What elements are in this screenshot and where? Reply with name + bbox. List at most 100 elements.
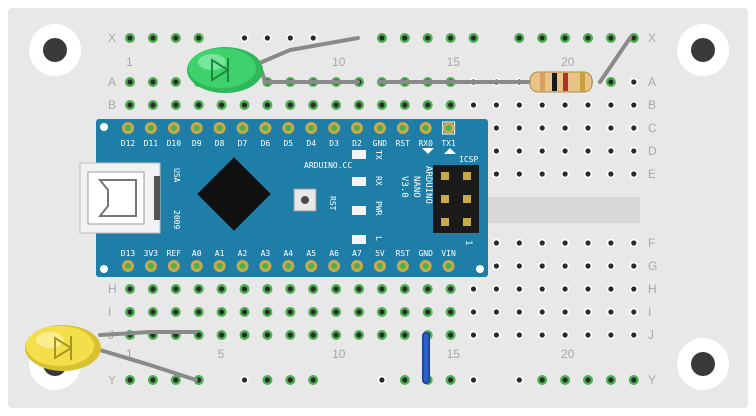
title-line-1: ARDUINO	[423, 166, 433, 204]
breadboard-hole-center	[356, 102, 362, 108]
breadboard-hole-center	[173, 79, 179, 85]
breadboard-hole-center	[150, 377, 156, 383]
pin-pad-hole	[193, 263, 200, 269]
pin-label: A0	[192, 249, 202, 258]
breadboard-hole-center	[448, 332, 454, 338]
breadboard-hole-center	[196, 35, 202, 41]
breadboard-hole-center	[631, 102, 637, 108]
pin-pad-hole	[331, 263, 338, 269]
breadboard-hole-center	[379, 332, 385, 338]
pin-label: D7	[238, 139, 248, 148]
pin-label: A5	[306, 249, 316, 258]
breadboard-hole-center	[310, 35, 316, 41]
breadboard-hole-center	[287, 286, 293, 292]
breadboard-hole-center	[539, 377, 545, 383]
row-label: G	[648, 259, 657, 273]
led-green[interactable]	[187, 47, 263, 93]
breadboard-hole-center	[562, 332, 568, 338]
breadboard-hole-center	[516, 286, 522, 292]
column-label: 10	[332, 55, 346, 69]
breadboard-hole-center	[493, 125, 499, 131]
pin-label: D10	[167, 139, 182, 148]
pin-label: RX0	[418, 139, 433, 148]
led-rx	[352, 177, 366, 186]
breadboard-hole-center	[631, 332, 637, 338]
breadboard-hole-center	[264, 286, 270, 292]
breadboard-hole-center	[264, 35, 270, 41]
pin-pad-hole	[239, 125, 246, 131]
wire-led-green-cathode[interactable]	[260, 70, 360, 84]
breadboard-hole-center	[493, 263, 499, 269]
breadboard-hole-center	[333, 309, 339, 315]
pin-pad-hole	[308, 125, 315, 131]
breadboard-hole-center	[127, 377, 133, 383]
breadboard-hole-center	[539, 286, 545, 292]
diode-symbol-icon	[54, 336, 73, 360]
wire-resistor-to-rail[interactable]	[598, 36, 632, 84]
breadboard-hole-center	[264, 332, 270, 338]
breadboard-hole-center	[356, 332, 362, 338]
pin-label: 3V3	[144, 249, 159, 258]
mount-hole	[476, 265, 484, 273]
breadboard-hole-center	[219, 332, 225, 338]
pin-label: GND	[418, 249, 433, 258]
wire-led-yellow-cathode[interactable]	[98, 348, 198, 382]
usb-icon	[97, 179, 137, 217]
pin-pad-hole	[239, 263, 246, 269]
breadboard-hole-center	[516, 125, 522, 131]
breadboard-hole-center	[585, 286, 591, 292]
breadboard-hole-center	[539, 35, 545, 41]
led-yellow[interactable]	[25, 325, 101, 371]
breadboard-hole-center	[150, 102, 156, 108]
icsp-pin1-label: 1	[463, 240, 473, 245]
breadboard-hole-center	[493, 332, 499, 338]
microcontroller-chip	[197, 157, 271, 231]
row-label: H	[648, 282, 657, 296]
breadboard-hole-center	[196, 286, 202, 292]
breadboard-hole-center	[608, 263, 614, 269]
year-label: 2009	[172, 210, 181, 229]
breadboard-hole-center	[608, 171, 614, 177]
breadboard-hole-center	[219, 309, 225, 315]
breadboard-hole-center	[631, 377, 637, 383]
pin-label: D6	[261, 139, 271, 148]
breadboard-hole-center	[173, 309, 179, 315]
breadboard-hole-center	[310, 286, 316, 292]
breadboard-hole-center	[539, 332, 545, 338]
pin-label: D5	[283, 139, 293, 148]
resistor[interactable]	[529, 71, 593, 93]
mount-hole	[100, 123, 108, 131]
breadboard-hole-center	[173, 102, 179, 108]
pin-pad-hole	[331, 125, 338, 131]
breadboard-hole-center	[402, 286, 408, 292]
pin-pad-hole	[170, 263, 177, 269]
breadboard-hole-center	[493, 286, 499, 292]
breadboard-hole-center	[539, 102, 545, 108]
pin-label: D13	[121, 249, 136, 258]
breadboard-hole-center	[516, 263, 522, 269]
wire-led-yellow-anode[interactable]	[98, 330, 198, 337]
pin1-arrow-icon	[444, 148, 456, 154]
breadboard-hole-center	[608, 377, 614, 383]
reset-button[interactable]	[293, 188, 317, 212]
breadboard-hole-center	[287, 332, 293, 338]
breadboard-hole-center	[402, 377, 408, 383]
breadboard-hole-center	[562, 309, 568, 315]
pin-header-bottom	[122, 260, 455, 272]
breadboard-hole-center	[608, 332, 614, 338]
row-label: A	[648, 75, 656, 89]
pin-label: GND	[373, 139, 388, 148]
breadboard-hole-center	[287, 35, 293, 41]
breadboard-hole-center	[196, 102, 202, 108]
breadboard-hole-center	[585, 148, 591, 154]
icsp-header[interactable]	[433, 165, 479, 233]
led-tx	[352, 150, 366, 159]
wire-led-green-anode[interactable]	[260, 36, 360, 64]
column-label: 1	[126, 55, 133, 69]
breadboard-hole-center	[585, 332, 591, 338]
pin-arrow-icon	[422, 148, 434, 154]
row-label: X	[648, 31, 656, 45]
led-label-tx: TX	[374, 150, 383, 160]
usb-connector[interactable]	[79, 162, 161, 234]
